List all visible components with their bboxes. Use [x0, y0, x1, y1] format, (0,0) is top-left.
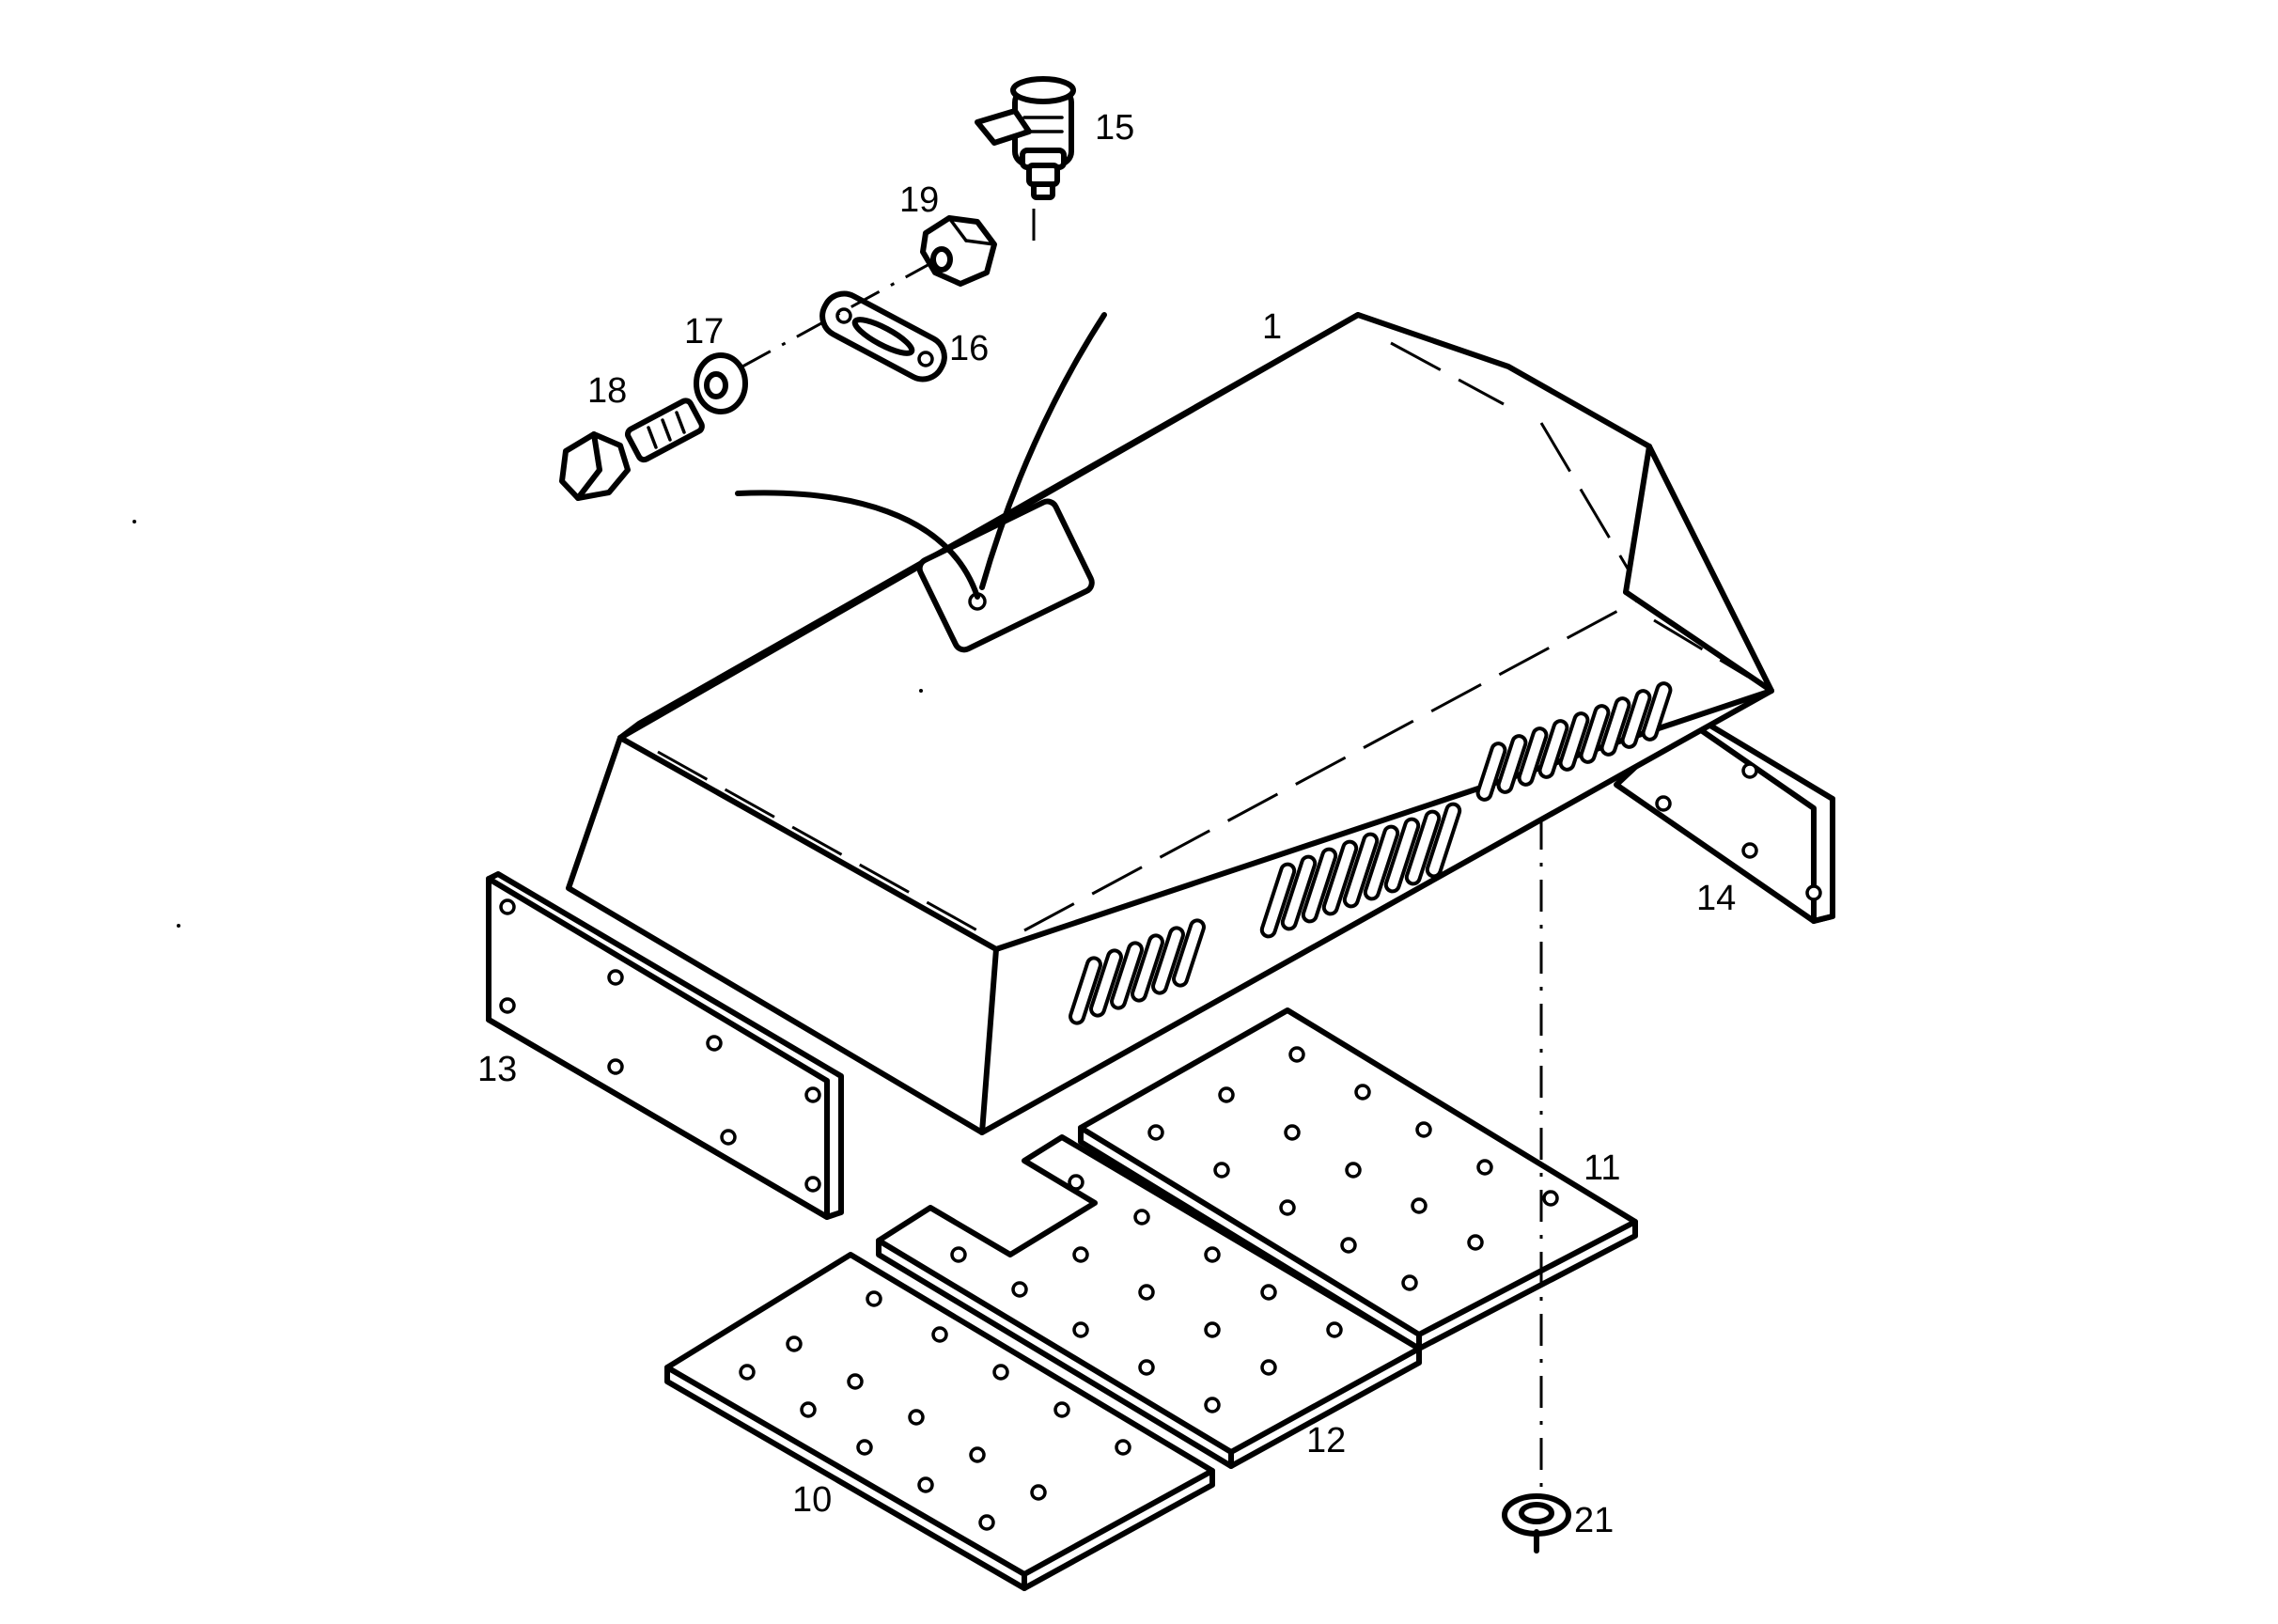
- label-part-10: 10: [792, 1480, 832, 1520]
- part-17-washer: [694, 352, 748, 414]
- part-13-end-panel: [486, 871, 844, 1220]
- part-12-plate: [876, 1134, 1422, 1469]
- label-part-17: 17: [684, 312, 724, 351]
- assembly-lines: [741, 209, 1543, 1494]
- label-part-21: 21: [1574, 1501, 1614, 1540]
- part-21-washer: [1502, 1493, 1571, 1554]
- part-1-hood: [566, 312, 1774, 1135]
- label-part-18: 18: [587, 371, 627, 411]
- label-part-14: 14: [1696, 879, 1736, 918]
- part-16-link: [819, 290, 947, 383]
- part-11-plate: [1078, 1007, 1638, 1351]
- label-part-19: 19: [899, 180, 939, 220]
- label-part-13: 13: [477, 1050, 517, 1089]
- part-15-latch: [975, 76, 1076, 200]
- label-part-1: 1: [1262, 307, 1282, 347]
- label-part-12: 12: [1306, 1421, 1346, 1460]
- part-19-nut: [920, 215, 997, 287]
- label-part-11: 11: [1584, 1148, 1620, 1188]
- part-18-bolt: [559, 398, 705, 501]
- part-10-plate: [664, 1252, 1215, 1591]
- label-part-16: 16: [949, 329, 989, 368]
- vent-slots: [1069, 681, 1673, 1025]
- label-part-15: 15: [1095, 108, 1134, 148]
